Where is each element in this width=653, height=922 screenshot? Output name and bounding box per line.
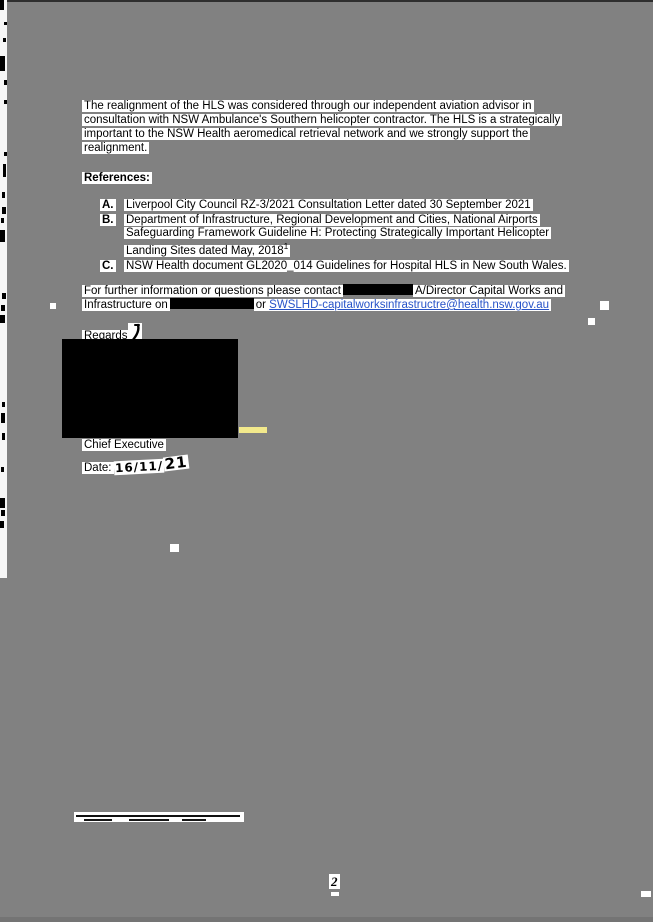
scan-speck [84,819,112,821]
reference-item-b: B. Department of Infrastructure, Regiona… [100,214,569,258]
reference-item-c: C. NSW Health document GL2020_014 Guidel… [100,259,569,273]
handwritten-date-day-month: 16/11/ [113,458,165,476]
date-label: Date: [82,462,114,474]
scan-speck [4,22,7,25]
scan-speck [50,303,56,309]
scan-speck [182,819,206,821]
paragraph-line: consultation with NSW Ambulance's Southe… [82,114,563,126]
scan-speck [2,293,6,299]
scan-speck [0,230,5,242]
scan-left-strip [0,0,7,578]
scan-speck [1,413,5,423]
email-link[interactable]: SWSLHD-capitalworksinfrastructre@health.… [269,299,550,311]
scan-speck [0,315,5,323]
reference-label: B. [100,214,116,226]
scan-top-edge [0,0,653,2]
redaction-phone-number [169,298,254,309]
paragraph-realignment: The realignment of the HLS was considere… [82,99,563,155]
scan-speck [1,305,5,311]
page-number: 2 [329,874,340,889]
reference-text-line: Landing Sites dated May, 20181 [124,242,291,257]
scan-speck [600,301,609,310]
scan-speck [0,56,5,71]
footnote-marker: 1 [283,242,289,251]
date-line: Date:16/11/21 [82,453,189,476]
scan-speck [2,433,5,440]
handwritten-date-year: 21 [162,452,189,474]
scan-speck [2,192,5,198]
scan-speck [2,402,5,407]
scan-speck [4,80,7,85]
scan-speck [0,521,4,528]
scan-speck [0,498,5,508]
reference-text-line: Department of Infrastructure, Regional D… [124,214,540,226]
scan-speck [0,0,4,10]
scan-bottom-edge [0,917,653,922]
yellow-highlight-mark [239,427,267,433]
footnote-separator-rule [74,812,244,822]
contact-text: or SWSLHD-capitalworksinfrastructre@heal… [253,299,552,311]
contact-text: or [255,299,266,311]
scan-speck [3,38,6,42]
contact-paragraph: For further information or questions ple… [82,284,566,312]
scan-speck [4,152,7,156]
reference-item-a: A. Liverpool City Council RZ-3/2021 Cons… [100,199,569,212]
scan-speck [588,318,595,325]
scan-speck [1,218,4,223]
scan-speck [641,891,651,897]
footnote-rule-line [76,815,240,817]
scan-speck [2,207,6,214]
reference-label: C. [100,259,116,272]
reference-text-line: NSW Health document GL2020_014 Guideline… [124,259,569,272]
scan-speck [4,100,7,104]
scan-speck [3,164,6,177]
reference-text-line: Safeguarding Framework Guideline H: Prot… [124,227,552,239]
paragraph-line: important to the NSW Health aeromedical … [82,128,531,140]
reference-text: Landing Sites dated May, 2018 [126,244,284,257]
contact-text: Infrastructure on [82,299,170,311]
scan-speck [1,467,4,472]
signatory-title: Chief Executive [82,439,166,451]
paragraph-line: The realignment of the HLS was considere… [82,100,534,112]
reference-text-line: Liverpool City Council RZ-3/2021 Consult… [124,199,533,211]
scan-speck [331,892,339,896]
reference-label: A. [100,199,116,211]
paragraph-line: realignment. [82,142,150,154]
scan-speck [1,510,5,516]
redaction-contact-name [342,284,413,295]
redaction-signature-block [62,339,238,438]
scan-speck [129,819,169,821]
references-heading: References: [82,172,152,184]
scan-speck [170,544,179,552]
references-list: A. Liverpool City Council RZ-3/2021 Cons… [100,199,569,273]
contact-text: For further information or questions ple… [82,285,343,297]
contact-text: A/Director Capital Works and [412,285,566,297]
